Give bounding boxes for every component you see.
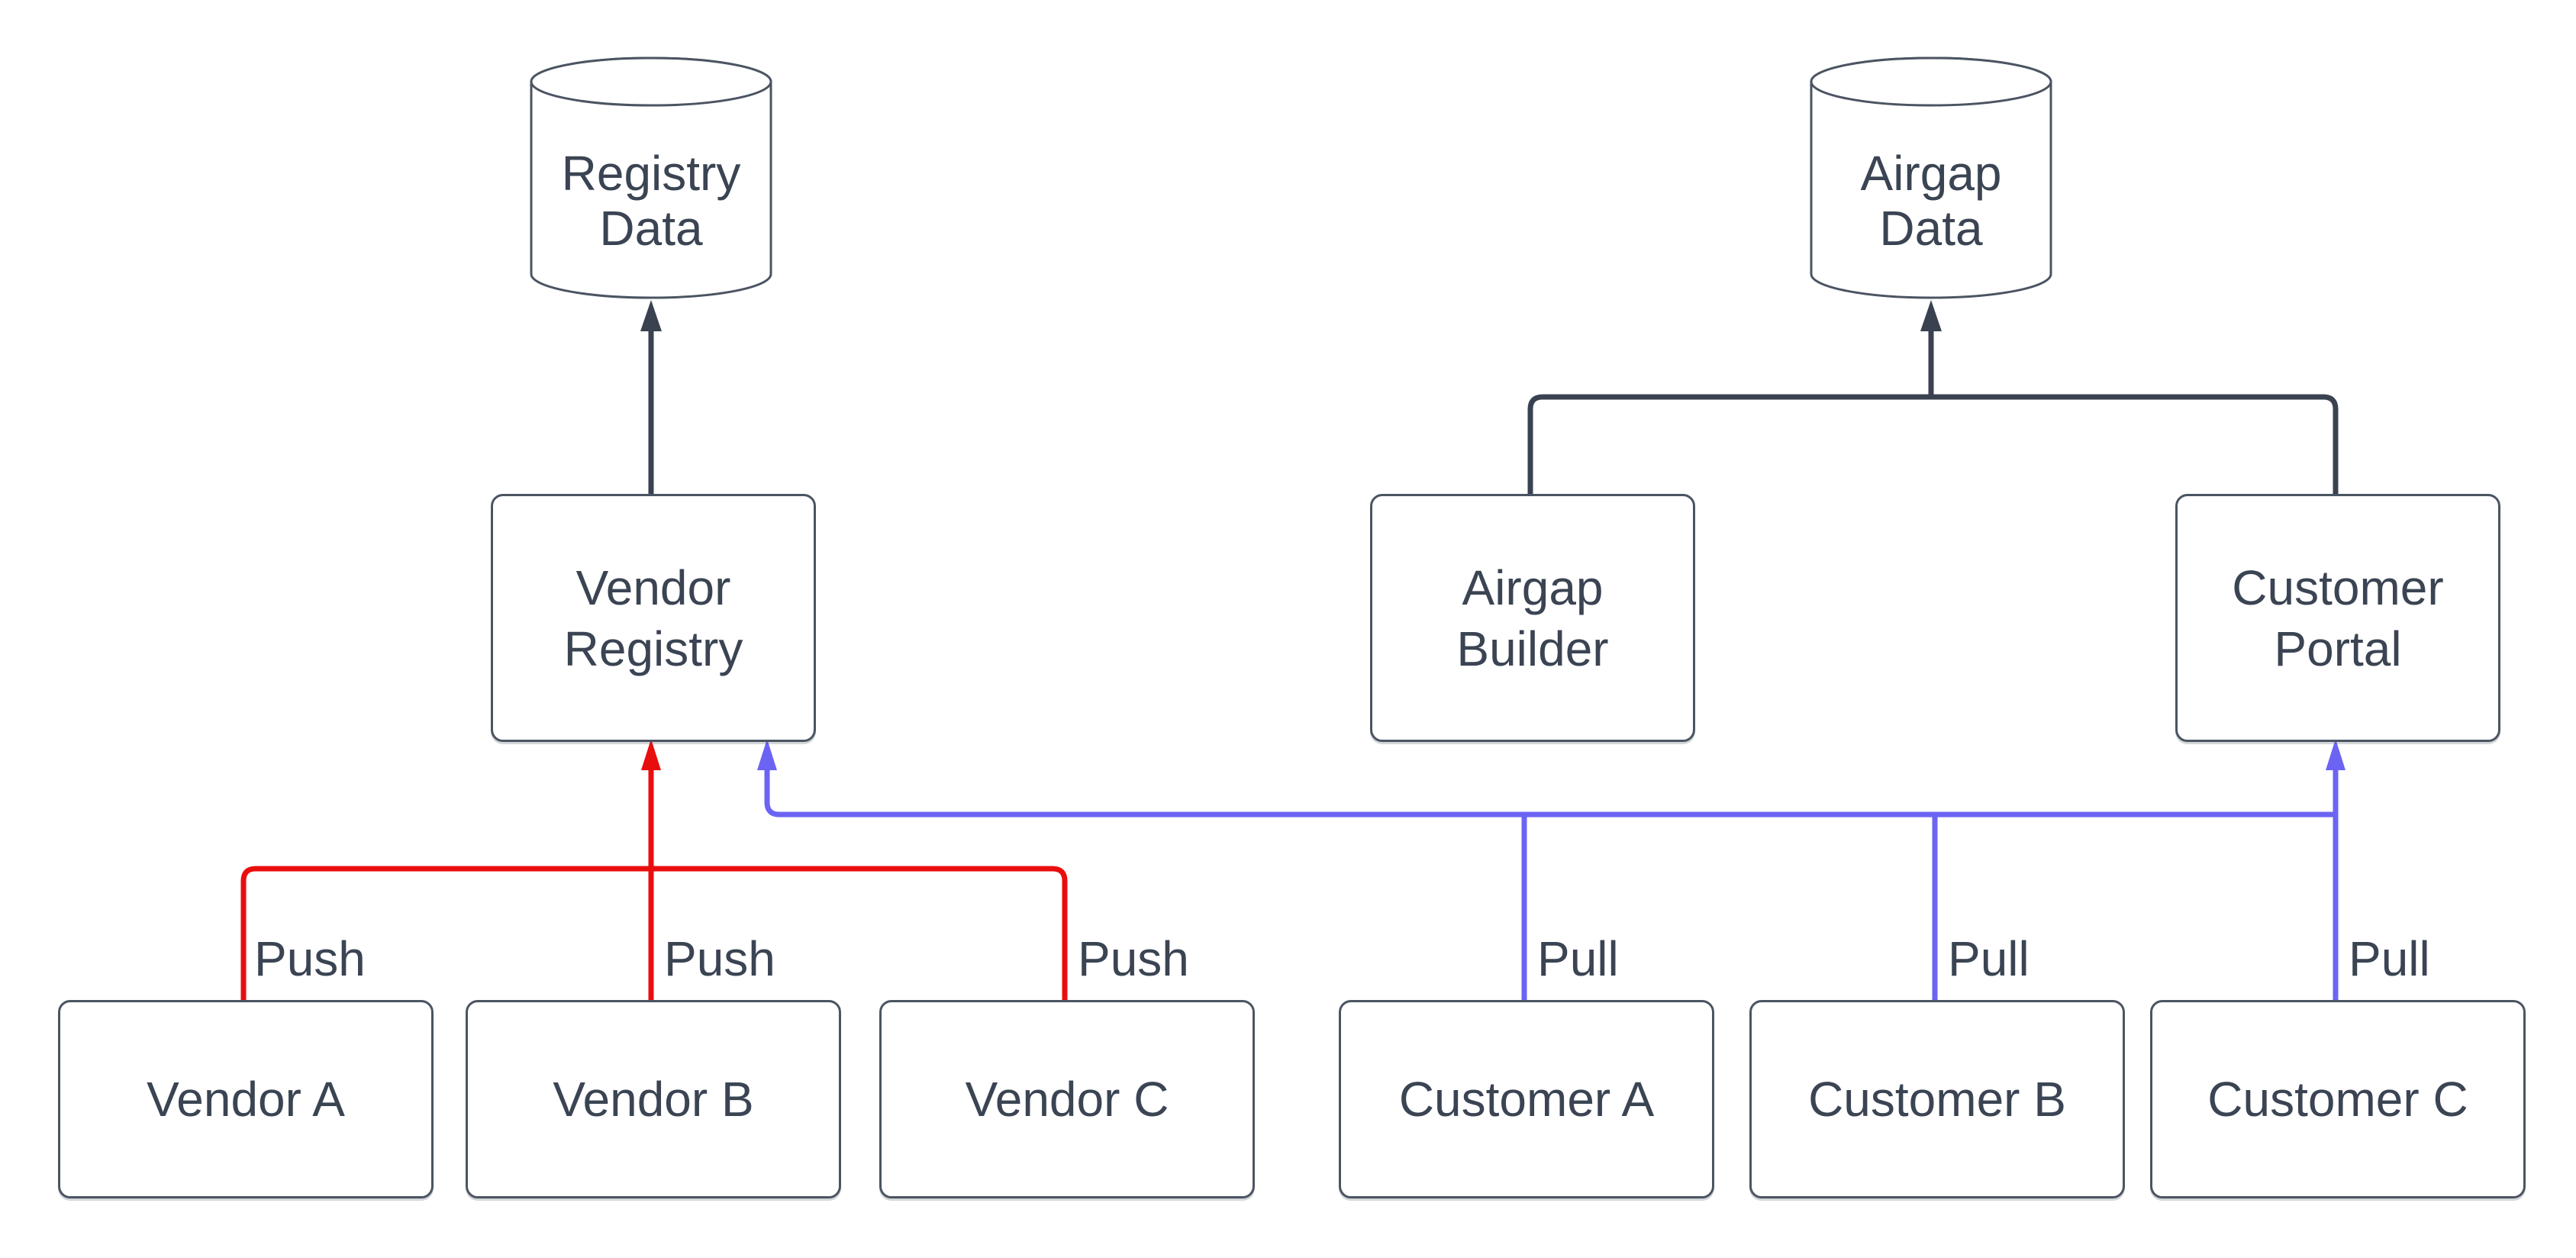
vendor-registry-label-line1: Vendor bbox=[575, 560, 731, 615]
edge-label-pull-2: Pull bbox=[1948, 931, 2030, 986]
node-vendor-c: Vendor C bbox=[879, 1000, 1255, 1198]
vendor-registry-label-line2: Registry bbox=[563, 621, 743, 676]
airgap-merge-connector bbox=[1527, 394, 2339, 494]
node-customer-b: Customer B bbox=[1749, 1000, 2125, 1198]
node-customer-a: Customer A bbox=[1339, 1000, 1714, 1198]
edge-label-push-2: Push bbox=[664, 931, 775, 986]
node-customer-portal: Customer Portal bbox=[2175, 494, 2500, 742]
customer-b-label: Customer B bbox=[1808, 1072, 2066, 1127]
airgap-data-cylinder-shape bbox=[1810, 56, 2052, 299]
airgap-builder-label-line1: Airgap bbox=[1462, 560, 1604, 615]
node-customer-c: Customer C bbox=[2150, 1000, 2526, 1198]
vendor-a-label: Vendor A bbox=[147, 1072, 345, 1127]
push-arrowhead bbox=[641, 739, 661, 770]
pull-arrowhead-vendor-registry bbox=[757, 739, 777, 770]
push-bus bbox=[240, 866, 1068, 1000]
airgap-upload-arrowhead bbox=[1920, 300, 1942, 331]
edge-label-pull-1: Pull bbox=[1537, 931, 1619, 986]
registry-data-label: Registry Data bbox=[561, 146, 741, 256]
node-vendor-a: Vendor A bbox=[58, 1000, 434, 1198]
customer-portal-label-line2: Portal bbox=[2274, 621, 2402, 676]
airgap-builder-label-line2: Builder bbox=[1456, 621, 1609, 676]
node-vendor-registry: Vendor Registry bbox=[491, 494, 816, 742]
edge-label-pull-3: Pull bbox=[2349, 931, 2430, 986]
node-registry-data: Registry Data bbox=[529, 56, 773, 300]
node-airgap-data: Airgap Data bbox=[1809, 56, 2053, 300]
registry-upload-arrowhead bbox=[640, 300, 662, 331]
vendor-b-label: Vendor B bbox=[553, 1072, 754, 1127]
airgap-data-label: Airgap Data bbox=[1860, 146, 2002, 256]
pull-bus bbox=[764, 769, 2336, 818]
vendor-c-label: Vendor C bbox=[965, 1072, 1169, 1127]
customer-a-label: Customer A bbox=[1398, 1072, 1655, 1127]
edge-label-push-1: Push bbox=[254, 931, 366, 986]
edge-label-push-3: Push bbox=[1078, 931, 1189, 986]
pull-arrowhead-customer-portal bbox=[2326, 739, 2345, 770]
node-airgap-builder: Airgap Builder bbox=[1370, 494, 1695, 742]
registry-data-cylinder-shape bbox=[530, 56, 772, 299]
node-vendor-b: Vendor B bbox=[466, 1000, 841, 1198]
customer-portal-label-line1: Customer bbox=[2232, 560, 2444, 615]
customer-c-label: Customer C bbox=[2207, 1072, 2468, 1127]
